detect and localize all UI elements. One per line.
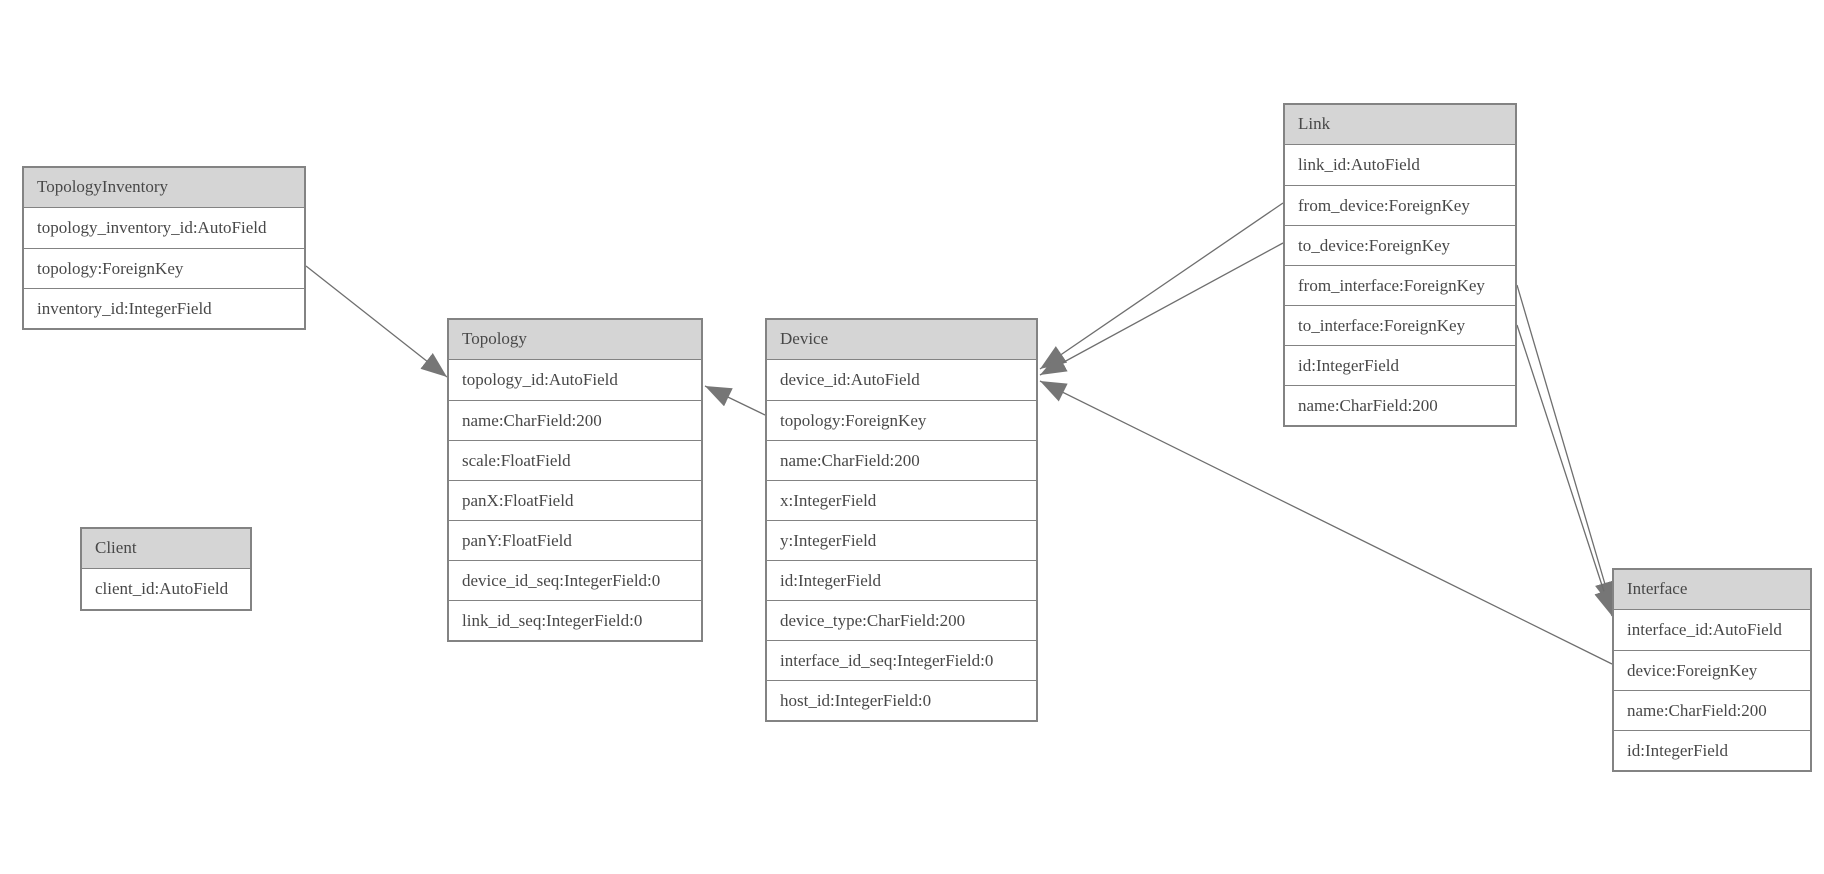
field-topology-link_id_seq: link_id_seq:IntegerField:0 — [449, 600, 701, 640]
field-device-y: y:IntegerField — [767, 520, 1036, 560]
field-device-interface_id_seq: interface_id_seq:IntegerField:0 — [767, 640, 1036, 680]
field-topologyinventory-topology_inventory_id: topology_inventory_id:AutoField — [24, 208, 304, 248]
field-interface-interface_id: interface_id:AutoField — [1614, 610, 1810, 650]
field-topology-panX: panX:FloatField — [449, 480, 701, 520]
field-device-topology: topology:ForeignKey — [767, 400, 1036, 440]
field-device-name: name:CharField:200 — [767, 440, 1036, 480]
entity-title-device: Device — [767, 320, 1036, 360]
field-interface-id: id:IntegerField — [1614, 730, 1810, 770]
relation-link-from_device-device — [1039, 202, 1284, 370]
field-device-id: id:IntegerField — [767, 560, 1036, 600]
field-client-client_id: client_id:AutoField — [82, 569, 250, 609]
relation-device-topology — [704, 385, 766, 416]
relation-link-from_interface-interface — [1516, 284, 1615, 609]
field-topology-topology_id: topology_id:AutoField — [449, 360, 701, 400]
field-topologyinventory-topology: topology:ForeignKey — [24, 248, 304, 288]
entity-title-client: Client — [82, 529, 250, 569]
field-topology-name: name:CharField:200 — [449, 400, 701, 440]
field-topology-device_id_seq: device_id_seq:IntegerField:0 — [449, 560, 701, 600]
field-link-id: id:IntegerField — [1285, 345, 1515, 385]
field-interface-name: name:CharField:200 — [1614, 690, 1810, 730]
field-device-x: x:IntegerField — [767, 480, 1036, 520]
entity-title-link: Link — [1285, 105, 1515, 145]
entity-title-topology: Topology — [449, 320, 701, 360]
field-link-from_device: from_device:ForeignKey — [1285, 185, 1515, 225]
field-link-name: name:CharField:200 — [1285, 385, 1515, 425]
field-topology-panY: panY:FloatField — [449, 520, 701, 560]
field-interface-device: device:ForeignKey — [1614, 650, 1810, 690]
relation-link-to_device-device — [1039, 242, 1284, 376]
relation-link-to_interface-interface — [1516, 324, 1614, 617]
field-device-host_id: host_id:IntegerField:0 — [767, 680, 1036, 720]
field-link-link_id: link_id:AutoField — [1285, 145, 1515, 185]
field-topologyinventory-inventory_id: inventory_id:IntegerField — [24, 288, 304, 328]
field-topology-scale: scale:FloatField — [449, 440, 701, 480]
field-device-device_id: device_id:AutoField — [767, 360, 1036, 400]
field-link-to_interface: to_interface:ForeignKey — [1285, 305, 1515, 345]
relation-topologyinventory-topology — [305, 265, 448, 378]
entity-title-topologyinventory: TopologyInventory — [24, 168, 304, 208]
entity-title-interface: Interface — [1614, 570, 1810, 610]
field-link-to_device: to_device:ForeignKey — [1285, 225, 1515, 265]
field-device-device_type: device_type:CharField:200 — [767, 600, 1036, 640]
field-link-from_interface: from_interface:ForeignKey — [1285, 265, 1515, 305]
